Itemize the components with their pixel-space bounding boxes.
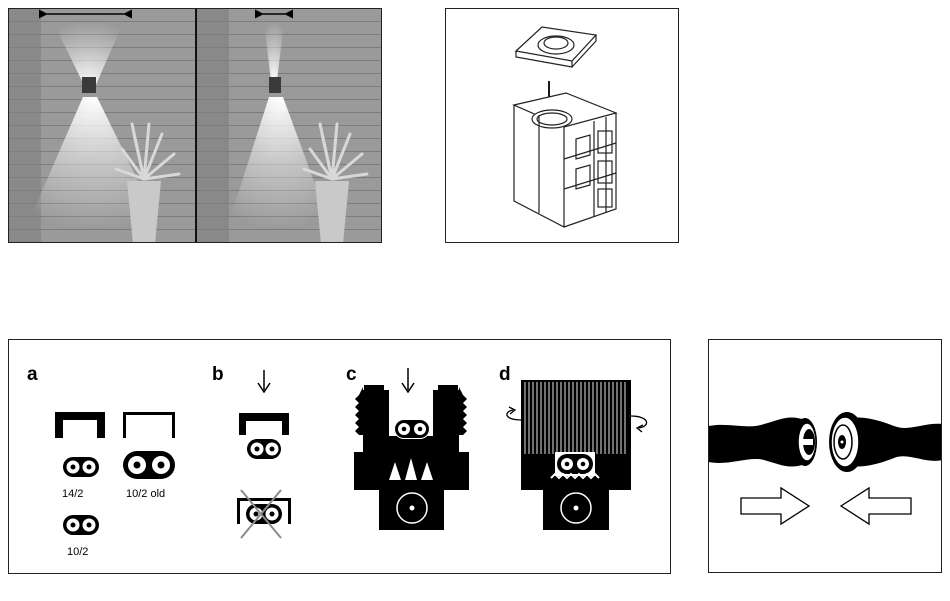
male-connector-icon: [709, 417, 817, 466]
cable-steps-panel: a 14/2 10/2 old: [8, 339, 671, 574]
thin-clip-icon: [123, 412, 175, 438]
thick-clip-icon: [55, 412, 105, 438]
wall-light-photo-panel: [8, 8, 382, 243]
wall-light-photo: [9, 9, 382, 243]
step-d: d: [499, 364, 647, 530]
cable-label-10-2-old: 10/2 old: [126, 488, 165, 500]
cable-10-2-icon: [63, 515, 99, 535]
lens-insertion-diagram: [446, 9, 679, 243]
step-a: a 14/2 10/2 old: [27, 364, 175, 558]
step-d-label: d: [499, 364, 511, 385]
wall-light-icon: [82, 77, 96, 93]
connector-join-diagram: [709, 340, 942, 573]
connector-join-panel: [708, 339, 942, 573]
cable-10-2-old-icon: [123, 451, 175, 479]
female-connector-icon: [829, 412, 942, 472]
step-c-label: c: [346, 364, 357, 385]
wall-light-icon: [269, 77, 281, 93]
cable-label-14-2: 14/2: [62, 488, 83, 500]
wide-beam-scene: [9, 9, 195, 243]
lens-insertion-panel: [445, 8, 679, 243]
step-b: b: [212, 364, 291, 538]
step-a-label: a: [27, 364, 38, 385]
left-arrow-icon: [841, 488, 911, 524]
cable-14-2-icon: [63, 457, 99, 477]
clip-correct-icon: [239, 413, 289, 435]
step-b-label: b: [212, 364, 224, 385]
right-arrow-icon: [741, 488, 809, 524]
rotate-arrow-icon: [631, 416, 647, 428]
cable-steps-diagram: a 14/2 10/2 old: [9, 340, 671, 574]
step-c: c: [346, 364, 469, 530]
cable-label-10-2: 10/2: [67, 546, 88, 558]
narrow-beam-scene: [197, 9, 382, 243]
ribbed-cap-icon: [521, 380, 631, 456]
